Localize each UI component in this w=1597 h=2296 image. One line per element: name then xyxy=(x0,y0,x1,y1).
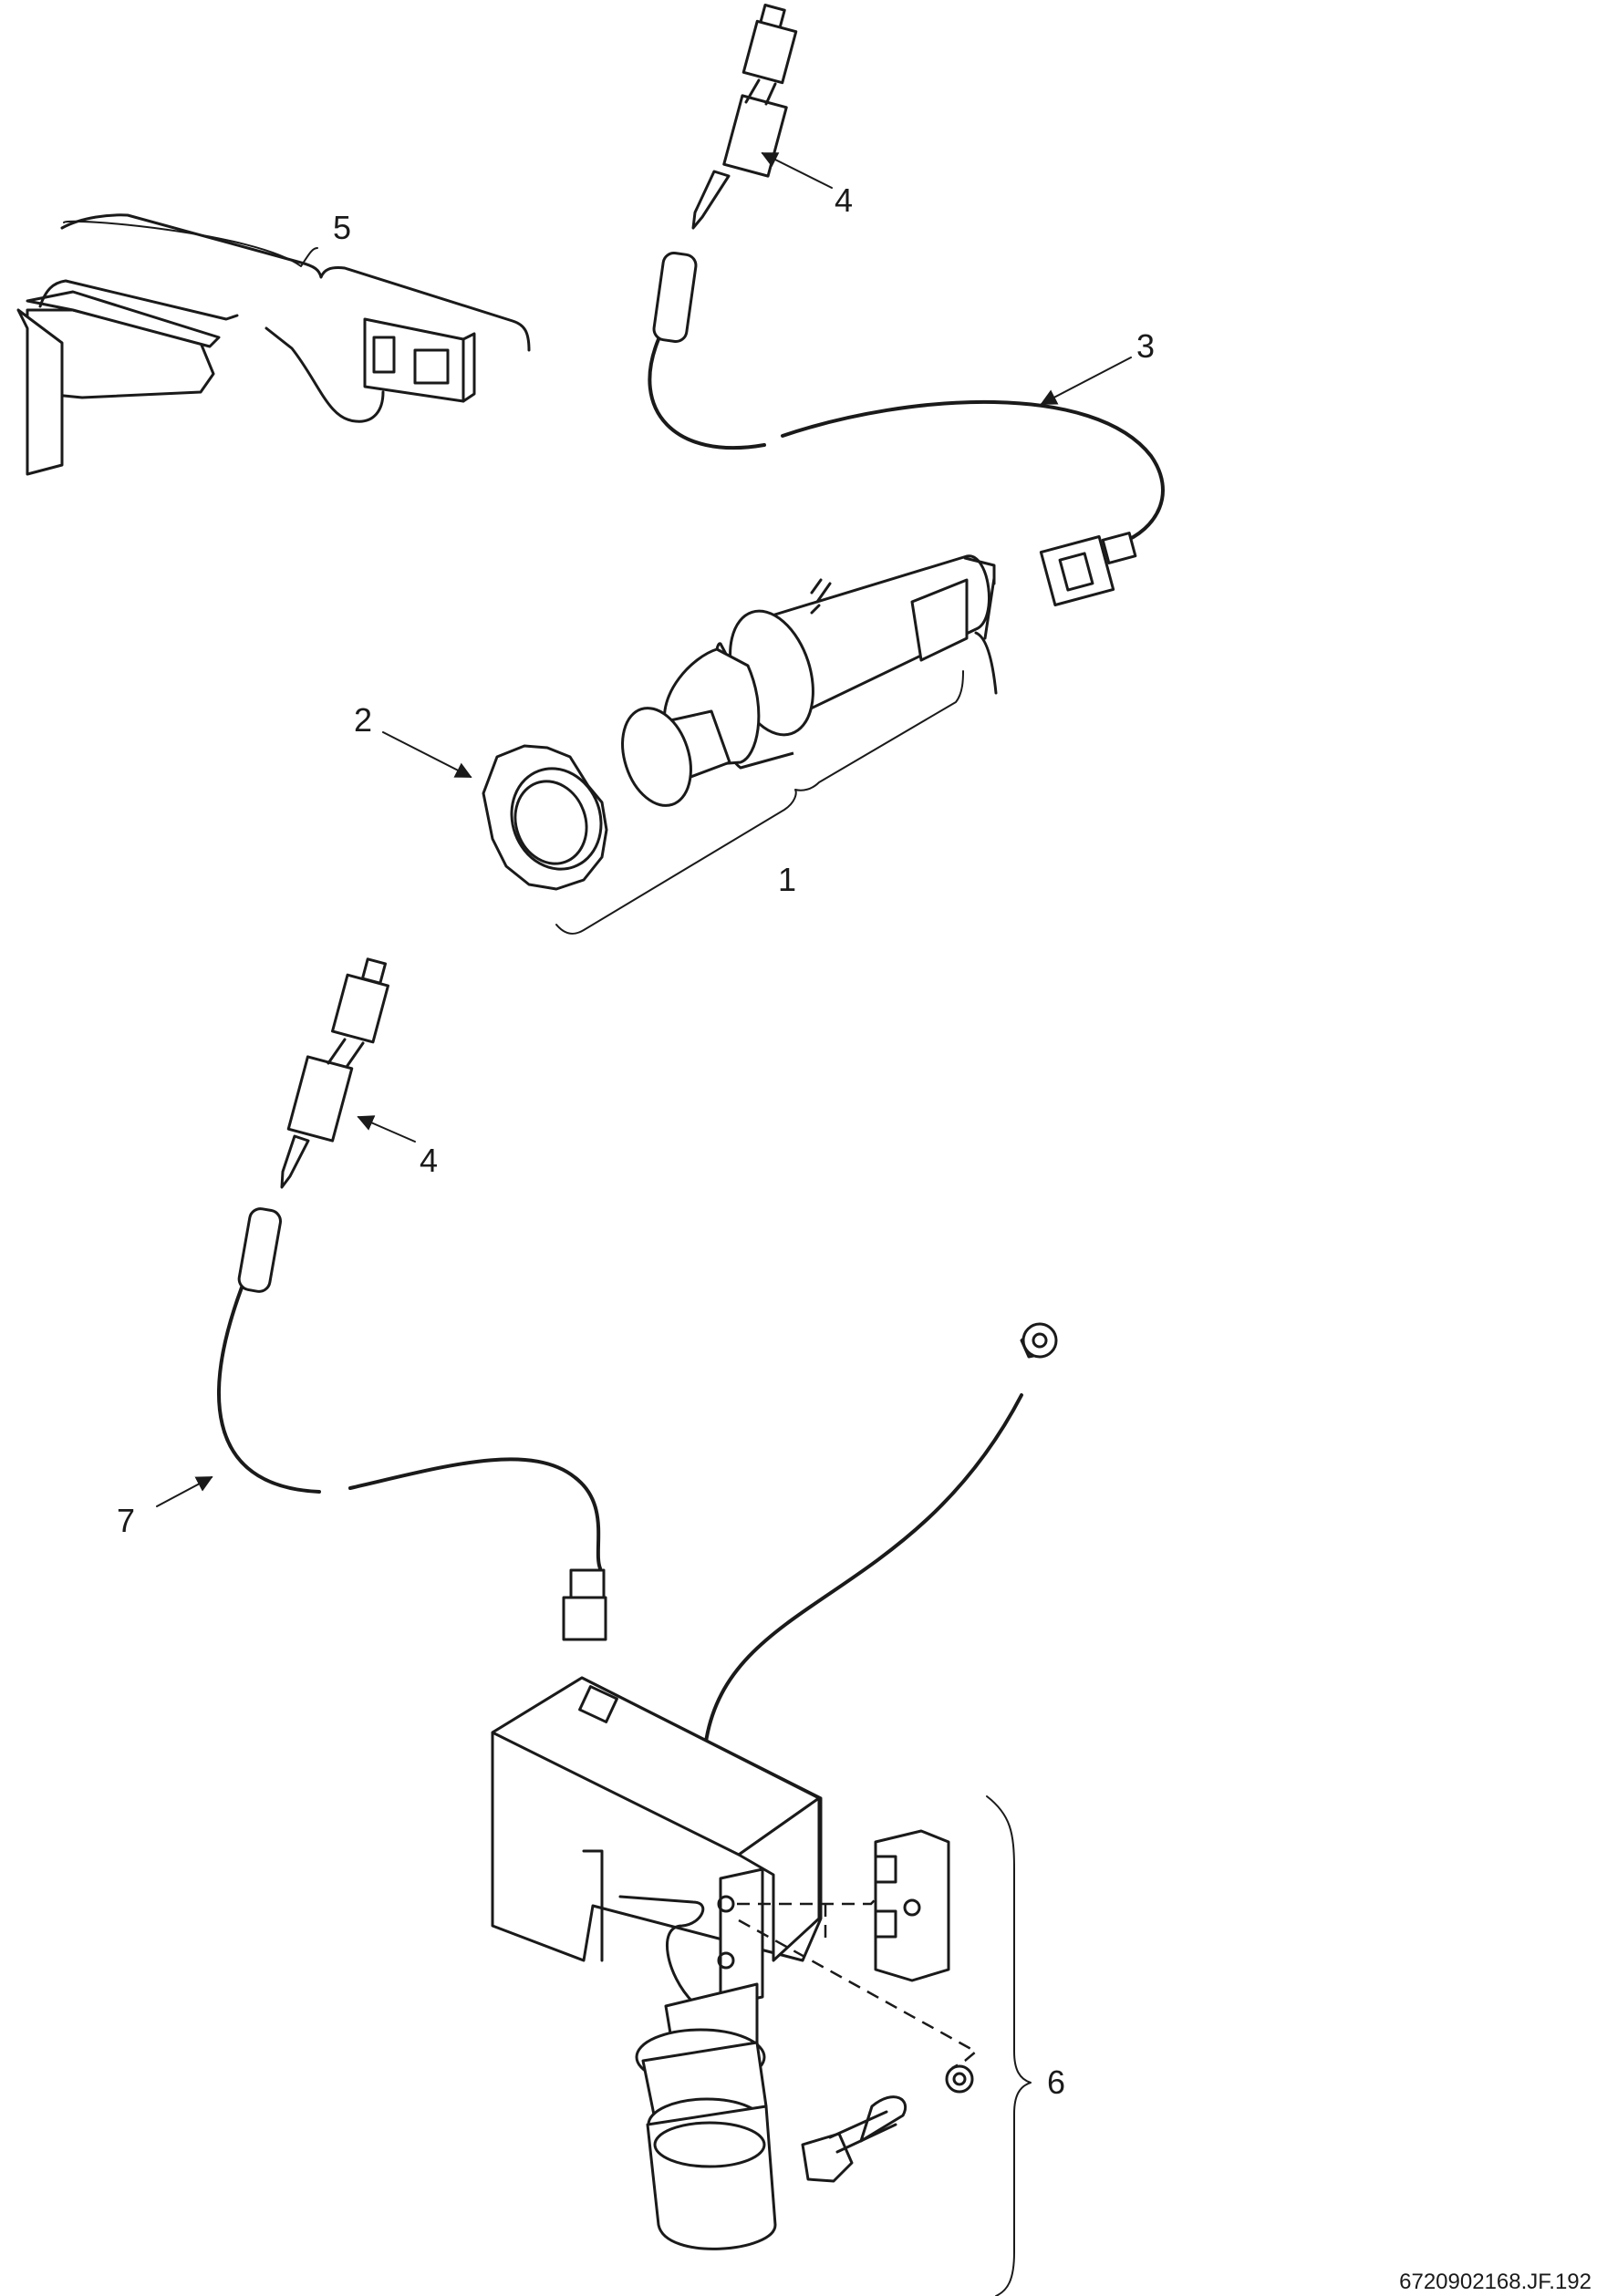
svg-text:2: 2 xyxy=(354,701,372,739)
label-3: 3 xyxy=(1040,327,1155,405)
svg-text:6: 6 xyxy=(1047,2063,1065,2101)
sensor-bracket xyxy=(16,213,531,476)
svg-text:4: 4 xyxy=(420,1142,438,1179)
label-5: 5 xyxy=(63,209,351,267)
svg-text:1: 1 xyxy=(778,861,796,898)
svg-text:3: 3 xyxy=(1136,327,1155,365)
label-1: 1 xyxy=(555,670,964,935)
svg-text:7: 7 xyxy=(117,1502,135,1539)
ring-nut xyxy=(482,744,608,891)
ht-lead-top xyxy=(648,252,1165,607)
svg-text:4: 4 xyxy=(835,181,853,219)
svg-text:5: 5 xyxy=(333,209,351,246)
electrode-top xyxy=(691,3,798,230)
label-6: 6 xyxy=(986,1795,1065,2296)
ht-lead-bottom xyxy=(217,1207,607,1641)
label-4-bottom: 4 xyxy=(357,1115,438,1179)
label-7: 7 xyxy=(117,1476,213,1539)
electrode-bottom xyxy=(280,957,389,1189)
drawing-code: 6720902168.JF.192 xyxy=(1399,2270,1592,2294)
ignition-unit xyxy=(491,1322,1058,2250)
label-2: 2 xyxy=(354,701,472,778)
piezo-igniter xyxy=(621,554,998,807)
label-4-top: 4 xyxy=(761,152,853,219)
